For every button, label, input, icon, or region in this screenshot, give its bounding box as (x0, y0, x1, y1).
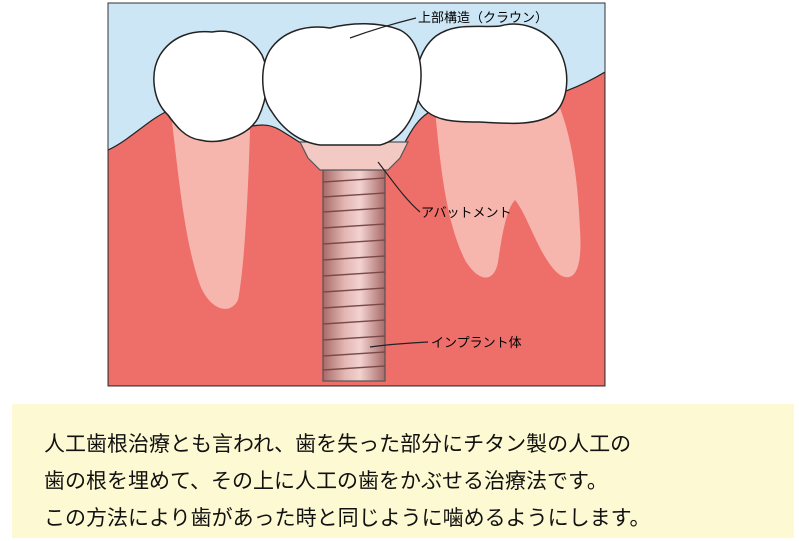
abutment-leader-line (377, 161, 421, 213)
implant-diagram: 上部構造（クラウン） アバットメント インプラント体 (107, 2, 606, 387)
caption-line-2: 歯の根を埋めて、その上に人工の歯をかぶせる治療法です。 (44, 469, 608, 493)
crown-label: 上部構造（クラウン） (418, 11, 548, 26)
implant-body-label: インプラント体 (431, 336, 522, 351)
center-crown (262, 22, 422, 146)
left-tooth (153, 30, 268, 143)
abutment (299, 141, 409, 171)
right-tooth (415, 23, 568, 125)
caption-line-3: この方法により歯があった時と同じように噛めるようにします。 (44, 506, 651, 530)
caption-box: 人工歯根治療とも言われ、歯を失った部分にチタン製の人工の 歯の根を埋めて、その上… (12, 404, 794, 538)
right-tooth-root (435, 108, 581, 278)
abutment-label: アバットメント (421, 206, 511, 221)
left-tooth-root (172, 122, 250, 309)
crown-leader-line (349, 17, 417, 39)
implant-threads (322, 177, 386, 371)
diagram-frame (107, 2, 606, 387)
implant-body-leader-line (369, 341, 429, 348)
caption-line-1: 人工歯根治療とも言われ、歯を失った部分にチタン製の人工の (44, 432, 632, 456)
